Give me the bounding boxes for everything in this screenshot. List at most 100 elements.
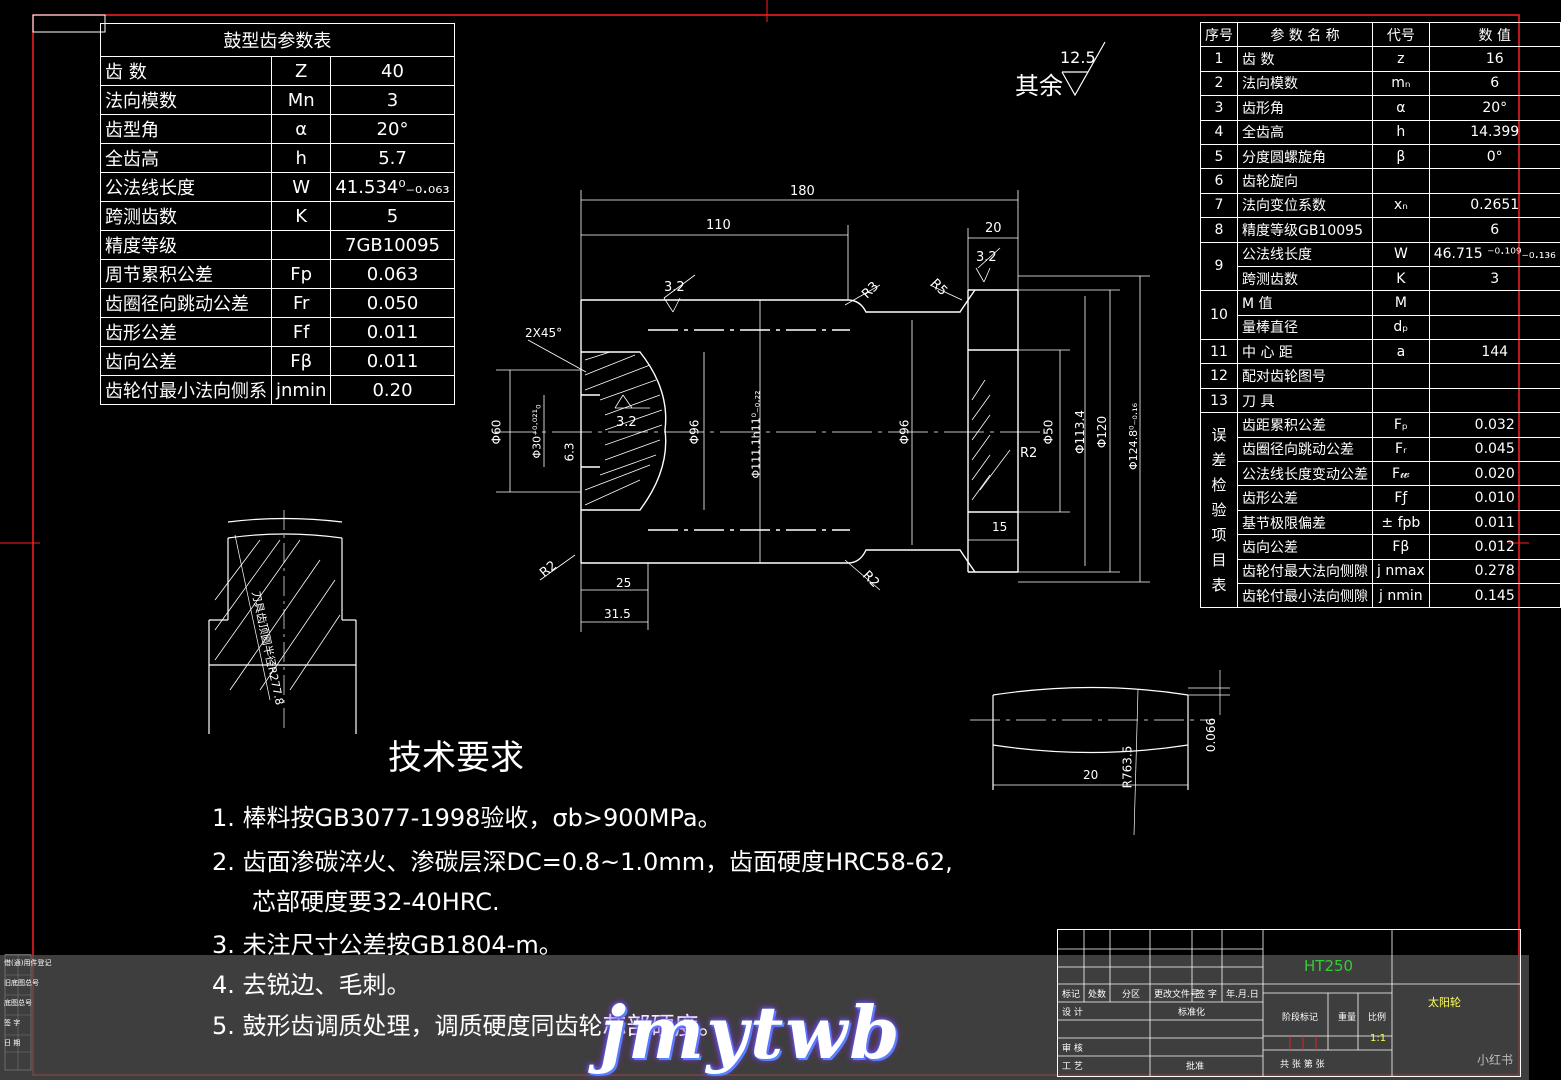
dim-chamfer: 2X45° [525, 326, 563, 340]
drum-cell-val: 0.063 [330, 259, 455, 289]
param-cell-sym [1372, 168, 1430, 194]
tech-req-item-2b: 芯部硬度要32-40HRC. [252, 888, 500, 916]
tb-scale-value: 1:1 [1370, 1033, 1387, 1044]
param-cell-name: 量棒直径 [1237, 314, 1373, 341]
param-error-cell-name: 齿轮付最大法向侧隙 [1237, 558, 1373, 584]
drum-cell-name: 齿形公差 [100, 317, 272, 347]
tb-sheets: 共 张 第 张 [1280, 1060, 1325, 1070]
param-cell-val [1428, 168, 1561, 194]
param-error-cell-sym: Fᵣ [1372, 436, 1430, 463]
dim-length-20: 20 [985, 221, 1002, 236]
tb-label-zone: 分区 [1122, 990, 1141, 1000]
dim-phi113: Φ113.4 [1072, 410, 1087, 454]
tb-process: 工 艺 [1062, 1062, 1083, 1072]
param-cell-val [1428, 363, 1561, 389]
param-header-no: 序号 [1200, 21, 1238, 48]
param-cell-sym: β [1372, 143, 1430, 170]
param-header-name: 参 数 名 称 [1237, 21, 1373, 48]
tb-label-date: 年.月.日 [1226, 990, 1259, 1000]
param-error-cell-name: 齿形公差 [1237, 485, 1373, 511]
param-cell-no: 7 [1200, 192, 1238, 219]
drum-cell-val: 0.011 [330, 317, 455, 347]
param-error-cell-name: 齿向公差 [1237, 534, 1373, 560]
drum-cell-name: 齿轮付最小法向侧系 [100, 375, 272, 405]
dim-phi120: Φ120 [1095, 415, 1110, 449]
dim-phi30: Φ30⁺⁰·⁰²¹₀ [530, 404, 544, 459]
part-name: 太阳轮 [1428, 996, 1461, 1009]
param-cell-name: 配对齿轮图号 [1237, 363, 1373, 389]
param-cell-val [1428, 314, 1561, 341]
param-cell-no: 2 [1200, 70, 1238, 97]
left-tag-2: 旧底图总号 [4, 979, 39, 987]
param-cell-name: M 值 [1237, 290, 1373, 316]
param-cell-sym: K [1372, 265, 1430, 292]
drum-cell-sym: Z [270, 56, 332, 86]
drum-cell-name: 齿圈径向跳动公差 [100, 288, 272, 318]
crown-drop: 0.066 [1204, 717, 1219, 753]
drum-cell-name: 齿 数 [100, 56, 272, 86]
param-cell-name: 法向变位系数 [1237, 192, 1373, 219]
param-error-cell-sym: Fƒ [1372, 485, 1430, 511]
dim-r2-right: R2 [1020, 446, 1038, 461]
title-block: HT250 太阳轮 标记 处数 分区 更改文件号 签 字 年.月.日 设 计 标… [1057, 929, 1521, 1077]
dim-phi60: Φ60 [489, 419, 504, 445]
param-cell-sym: mₙ [1372, 70, 1430, 97]
param-error-cell-sym: Fβ [1372, 534, 1430, 560]
left-tag-4: 签 字 [4, 1019, 21, 1027]
param-cell-sym: h [1372, 119, 1430, 145]
param-cell-sym: α [1372, 95, 1430, 121]
drum-cell-sym: h [270, 143, 332, 173]
param-cell-no: 13 [1200, 387, 1238, 414]
param-cell-val: 16 [1428, 46, 1561, 72]
param-cell-sym [1372, 387, 1430, 414]
tb-stage: 阶段标记 [1282, 1013, 1319, 1023]
param-cell-val: 6 [1428, 217, 1561, 243]
dim-depth-63: 6.3 [562, 442, 577, 462]
dim-ra-32-right: 3.2 [976, 250, 997, 265]
param-cell-no: 1 [1200, 46, 1238, 72]
dim-length-25: 25 [616, 576, 632, 590]
drum-cell-val: 41.534⁰₋₀.₀₆₃ [330, 172, 455, 202]
drum-cell-val: 20° [330, 114, 455, 144]
drum-cell-val: 0.20 [330, 375, 455, 405]
dim-phi96-left: Φ96 [687, 419, 702, 445]
drum-cell-name: 跨测齿数 [100, 201, 272, 231]
drum-cell-sym: Mn [270, 85, 332, 115]
param-cell-name: 跨测齿数 [1237, 265, 1373, 292]
param-cell-sym: a [1372, 339, 1430, 365]
drum-table-title: 鼓型齿参数表 [100, 23, 455, 57]
bottom-overlay-bar [0, 955, 1529, 1080]
drum-cell-name: 精度等级 [100, 230, 272, 260]
param-cell-val: 20° [1428, 95, 1561, 121]
param-cell-sym: W [1372, 241, 1430, 267]
roughness-label: 其余 [1015, 72, 1063, 100]
crown-radius: R763.5 [1120, 745, 1135, 789]
drum-cell-sym: Fβ [270, 346, 332, 376]
drum-cell-val: 40 [330, 56, 455, 86]
dim-ra-32-bore: 3.2 [616, 415, 637, 430]
tb-approve: 批准 [1186, 1062, 1205, 1072]
param-error-cell-sym: F𝓌 [1372, 461, 1430, 487]
param-error-cell-name: 齿距累积公差 [1237, 412, 1373, 438]
